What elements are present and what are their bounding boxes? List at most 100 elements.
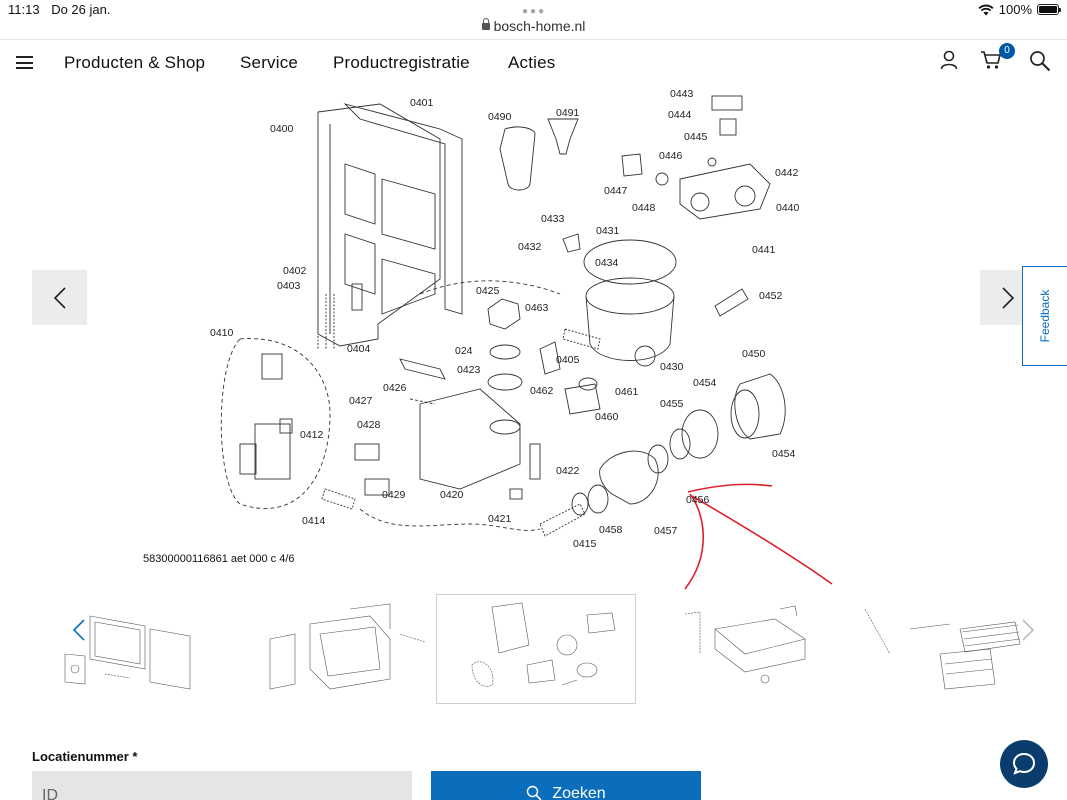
label-0404: 0404 — [347, 343, 371, 355]
label-0426: 0426 — [383, 382, 407, 394]
exploded-diagram: 0400 0401 0402 0403 0404 0410 0412 0414 … — [0, 84, 1067, 590]
lock-icon — [481, 18, 490, 30]
label-0463: 0463 — [525, 302, 549, 314]
label-0400: 0400 — [270, 123, 294, 135]
label-0410: 0410 — [210, 327, 234, 339]
thumbnail-2[interactable] — [250, 594, 446, 704]
label-0431: 0431 — [596, 225, 620, 237]
label-0447: 0447 — [604, 185, 628, 197]
thumbnail-strip — [0, 590, 1067, 710]
battery-percent: 100% — [998, 2, 1032, 17]
label-0428: 0428 — [357, 419, 381, 431]
wifi-icon — [978, 4, 994, 15]
location-number-label: Locatienummer * — [32, 749, 138, 764]
label-0403: 0403 — [277, 280, 301, 292]
part-0450-pump — [734, 373, 786, 440]
feedback-tab[interactable]: Feedback — [1022, 266, 1067, 366]
red-annotation — [684, 483, 833, 590]
label-0432: 0432 — [518, 241, 542, 253]
label-0423: 0423 — [457, 364, 481, 376]
label-0450: 0450 — [742, 348, 766, 360]
part-labels: 0400 0401 0402 0403 0404 0410 0412 0414 … — [210, 88, 800, 550]
parts-drawing: 0400 0401 0402 0403 0404 0410 0412 0414 … — [210, 88, 833, 590]
label-024: 024 — [455, 345, 473, 357]
part-0457-housing — [599, 450, 659, 505]
label-0412: 0412 — [300, 429, 324, 441]
label-0458: 0458 — [599, 524, 623, 536]
chevron-left-icon — [53, 286, 66, 309]
label-0441: 0441 — [752, 244, 776, 256]
thumbnail-5-drawing — [864, 608, 1021, 690]
label-0415: 0415 — [573, 538, 597, 550]
chat-bubble-icon — [1012, 752, 1036, 775]
label-0420: 0420 — [440, 489, 464, 501]
part-0401-panel — [343, 103, 463, 315]
thumbnail-1-drawing — [64, 615, 191, 690]
part-0420-tank — [419, 388, 521, 490]
label-0427: 0427 — [349, 395, 373, 407]
search-icon — [527, 785, 542, 800]
diagram-caption: 58300000116861 aet 000 c 4/6 — [143, 553, 295, 565]
part-0400-panel — [317, 103, 441, 347]
part-0490 — [499, 126, 536, 191]
label-0454-b: 0454 — [772, 448, 796, 460]
thumbnail-3-drawing — [471, 602, 616, 687]
thumbnail-4[interactable] — [655, 594, 851, 704]
label-0454-a: 0454 — [693, 377, 717, 389]
search-button-label: Zoeken — [552, 785, 606, 800]
part-0491 — [547, 118, 579, 155]
label-0440: 0440 — [776, 202, 800, 214]
thumbnail-5[interactable] — [850, 594, 1046, 704]
search-button[interactable]: Zoeken — [431, 771, 701, 800]
label-0433: 0433 — [541, 213, 565, 225]
diagram-prev-button[interactable] — [32, 270, 87, 325]
label-0430: 0430 — [660, 361, 684, 373]
url-bar[interactable]: bosch-home.nl — [0, 18, 1067, 34]
label-0457: 0457 — [654, 525, 678, 537]
battery-icon — [1037, 4, 1061, 15]
nav-service[interactable]: Service — [240, 53, 299, 72]
status-time: 11:13 — [8, 2, 40, 17]
label-0405: 0405 — [556, 354, 580, 366]
feedback-label: Feedback — [1038, 289, 1052, 343]
nav-productregistratie[interactable]: Productregistratie — [333, 53, 470, 72]
search-icon[interactable] — [1029, 50, 1051, 72]
label-0401: 0401 — [410, 97, 434, 109]
label-0490: 0490 — [488, 111, 512, 123]
label-0443: 0443 — [670, 88, 694, 100]
label-0425: 0425 — [476, 285, 500, 297]
nav-producten-shop[interactable]: Producten & Shop — [64, 53, 206, 72]
chevron-left-icon[interactable] — [72, 618, 86, 642]
cart-count-badge: 0 — [999, 43, 1015, 59]
thumbnail-1[interactable] — [45, 594, 241, 704]
cart-icon[interactable] — [980, 50, 1002, 70]
label-0460: 0460 — [595, 411, 619, 423]
status-right: 100% — [978, 2, 1061, 17]
label-0455: 0455 — [660, 398, 684, 410]
hamburger-icon[interactable] — [16, 56, 33, 69]
status-time-date: 11:13 Do 26 jan. — [8, 2, 118, 17]
label-0491: 0491 — [556, 107, 580, 119]
tab-dots-icon[interactable]: ●●● — [522, 6, 547, 17]
label-0445: 0445 — [684, 131, 708, 143]
chevron-right-icon — [1001, 286, 1014, 309]
status-bar: 11:13 Do 26 jan. ●●● bosch-home.nl 100% — [0, 0, 1067, 40]
location-id-input[interactable] — [32, 771, 412, 800]
status-date: Do 26 jan. — [51, 2, 111, 17]
chevron-right-icon[interactable] — [1021, 618, 1035, 642]
chat-button[interactable] — [1000, 740, 1048, 788]
part-0431-lid — [583, 239, 677, 285]
label-0456: 0456 — [686, 494, 710, 506]
label-0442: 0442 — [775, 167, 799, 179]
thumbnail-3-active[interactable] — [436, 594, 636, 704]
user-icon[interactable] — [940, 50, 958, 70]
label-0461: 0461 — [615, 386, 639, 398]
url-text: bosch-home.nl — [493, 18, 586, 34]
nav-acties[interactable]: Acties — [508, 53, 556, 72]
label-0429: 0429 — [382, 489, 406, 501]
thumbnail-2-drawing — [269, 603, 426, 690]
label-0446: 0446 — [659, 150, 683, 162]
label-0422: 0422 — [556, 465, 580, 477]
label-0452: 0452 — [759, 290, 783, 302]
thumbnail-4-drawing — [684, 605, 806, 684]
